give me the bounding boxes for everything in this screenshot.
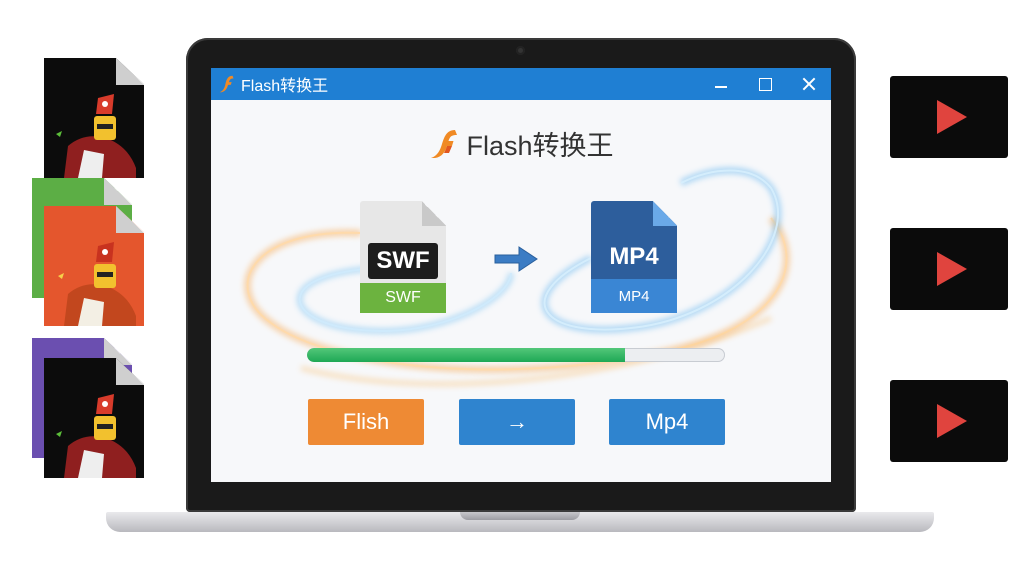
video-file-1[interactable] xyxy=(890,76,1008,158)
page-fold xyxy=(104,178,132,205)
brand-header: Flash转换王 xyxy=(211,124,831,163)
conversion-progress-bar xyxy=(307,348,725,362)
laptop-notch xyxy=(460,512,580,520)
flash-character-icon xyxy=(56,94,136,178)
flash-logo-icon xyxy=(431,129,458,158)
arrow-right-icon xyxy=(494,246,538,272)
minimize-icon xyxy=(715,86,727,88)
play-icon xyxy=(937,100,967,134)
title-bar[interactable]: Flash转换王 xyxy=(211,68,831,100)
play-icon xyxy=(937,404,967,438)
convert-button[interactable]: → xyxy=(459,399,575,445)
play-icon xyxy=(937,252,967,286)
flash-character-icon xyxy=(58,242,136,326)
swf-bottom-band xyxy=(360,283,446,313)
minimize-button[interactable] xyxy=(699,68,743,100)
swf-file-icon: SWF SWF xyxy=(360,201,446,313)
swf-format-label: SWF xyxy=(376,247,430,274)
app-brand-title: Flash转换王 xyxy=(466,131,614,161)
maximize-icon xyxy=(758,77,772,91)
camera-icon xyxy=(516,46,525,55)
flash-logo-icon xyxy=(219,75,234,93)
source-format-button[interactable]: Flish xyxy=(308,399,424,445)
mp4-format-sublabel: MP4 xyxy=(618,288,650,305)
window-controls xyxy=(699,68,831,100)
window-title: Flash转换王 xyxy=(241,78,329,95)
conversion-swirl-decoration xyxy=(244,167,790,387)
video-file-3[interactable] xyxy=(890,380,1008,462)
progress-fill xyxy=(307,348,625,362)
app-window: Flash转换王 Flash转换王 xyxy=(211,68,831,482)
flash-file-1[interactable] xyxy=(44,58,144,178)
mp4-file-icon: MP4 MP4 xyxy=(591,201,677,313)
mp4-format-label: MP4 xyxy=(609,243,659,270)
laptop-base xyxy=(106,512,934,532)
video-file-2[interactable] xyxy=(890,228,1008,310)
swf-label-band xyxy=(368,243,438,279)
flash-character-icon xyxy=(56,394,136,478)
maximize-button[interactable] xyxy=(743,68,787,100)
flash-file-3-front[interactable] xyxy=(44,358,144,478)
swf-format-sublabel: SWF xyxy=(385,289,421,306)
mp4-bottom-band xyxy=(591,279,677,313)
flash-file-2-front[interactable] xyxy=(44,206,144,326)
target-format-button[interactable]: Mp4 xyxy=(609,399,725,445)
